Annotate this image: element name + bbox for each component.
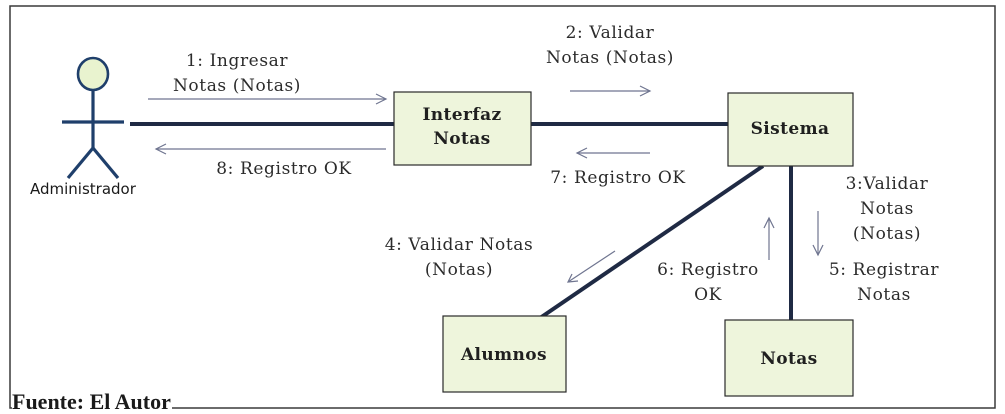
message-5: 5: Registrar Notas (829, 260, 940, 305)
object-label: Notas (433, 129, 490, 149)
svg-text:Notas: Notas (860, 199, 914, 219)
message-7: 7: Registro OK (550, 168, 686, 188)
message-1: 1: Ingresar Notas (Notas) (173, 51, 301, 96)
caption-background (12, 388, 172, 412)
svg-text:5: Registrar: 5: Registrar (829, 260, 940, 280)
link-sistema-alumnos (538, 164, 765, 320)
svg-text:3:Validar: 3:Validar (846, 174, 929, 194)
message-2: 2: Validar Notas (Notas) (546, 23, 674, 68)
svg-text:6: Registro: 6: Registro (657, 260, 759, 280)
actor-administrador[interactable]: Administrador (30, 56, 137, 198)
svg-text:4: Validar Notas: 4: Validar Notas (385, 235, 534, 255)
arrow-left-icon (154, 143, 386, 155)
object-label: Interfaz (422, 105, 501, 125)
message-6: 6: Registro OK (657, 260, 759, 305)
svg-text:Notas: Notas (857, 285, 911, 305)
object-notas[interactable]: Notas (724, 319, 854, 397)
object-interfaz-notas[interactable]: Interfaz Notas (393, 91, 532, 166)
svg-text:1: Ingresar: 1: Ingresar (186, 51, 289, 71)
message-3: 3:Validar Notas (Notas) (846, 174, 929, 244)
arrow-down-left-icon (566, 250, 616, 283)
svg-text:(Notas): (Notas) (425, 260, 493, 280)
arrow-left-icon (575, 147, 650, 159)
svg-text:7: Registro OK: 7: Registro OK (550, 168, 686, 188)
actor-label: Administrador (30, 180, 137, 198)
stick-figure-actor-icon (62, 56, 124, 180)
message-4: 4: Validar Notas (Notas) (385, 235, 534, 280)
message-8: 8: Registro OK (216, 159, 352, 179)
object-sistema[interactable]: Sistema (727, 92, 854, 167)
source-caption: Fuente: El Autor (12, 389, 171, 414)
arrow-down-icon (812, 211, 824, 257)
object-label: Sistema (751, 119, 830, 139)
object-alumnos[interactable]: Alumnos (442, 315, 567, 393)
svg-text:(Notas): (Notas) (853, 224, 921, 244)
arrow-up-icon (763, 216, 775, 260)
object-label: Alumnos (460, 345, 547, 365)
svg-text:Notas (Notas): Notas (Notas) (173, 76, 301, 96)
svg-text:OK: OK (694, 285, 722, 305)
svg-text:2: Validar: 2: Validar (566, 23, 655, 43)
svg-text:8: Registro OK: 8: Registro OK (216, 159, 352, 179)
svg-text:Notas (Notas): Notas (Notas) (546, 48, 674, 68)
object-label: Notas (760, 349, 817, 369)
arrow-right-icon (570, 85, 652, 97)
arrow-right-icon (148, 93, 388, 105)
